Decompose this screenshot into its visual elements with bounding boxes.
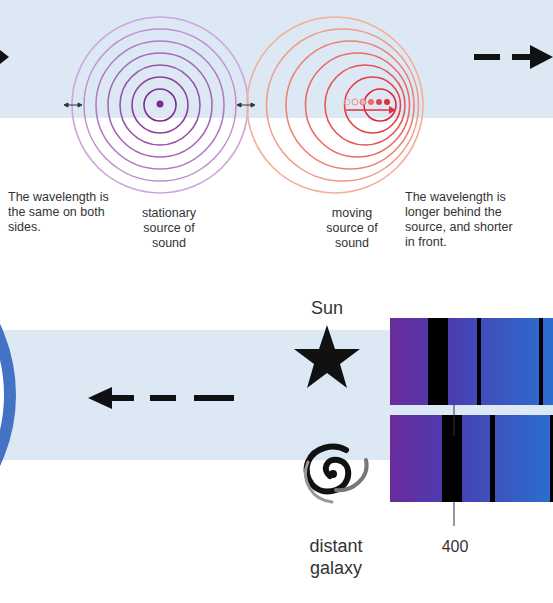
scale-tick xyxy=(454,502,455,526)
galaxy-spectrum xyxy=(390,415,553,502)
top-band xyxy=(0,0,553,118)
sound-source xyxy=(157,101,164,108)
wave-ring xyxy=(96,41,224,169)
wave-ring xyxy=(120,65,200,145)
stationary-waves xyxy=(72,17,248,193)
object-label: Sun xyxy=(305,298,349,320)
wavelength-marks xyxy=(64,103,255,107)
object-label: distant galaxy xyxy=(290,536,382,579)
note-text: The wavelength is the same on both sides… xyxy=(8,190,116,235)
note-text: The wavelength is longer behind the sour… xyxy=(405,190,517,250)
wave-ring xyxy=(247,17,423,193)
earth-circle xyxy=(0,235,10,555)
reference-line xyxy=(454,405,455,436)
scale-number: 400 xyxy=(432,537,478,556)
source-label: stationary source of sound xyxy=(128,206,210,251)
moving-source xyxy=(344,99,396,114)
wave-ring xyxy=(84,29,236,181)
galaxy-spiral xyxy=(305,447,366,502)
wave-ring xyxy=(286,41,414,169)
dashed-arrow xyxy=(88,387,234,409)
wave-ring xyxy=(345,77,401,133)
wave-ring xyxy=(144,89,176,121)
wave-ring xyxy=(132,77,188,133)
wave-ring xyxy=(108,53,212,157)
absorption-lines xyxy=(428,318,543,405)
absorption-lines xyxy=(442,415,553,502)
wave-ring xyxy=(267,29,419,181)
wave-ring xyxy=(72,17,248,193)
source-label: moving source of sound xyxy=(316,206,388,251)
wave-ring xyxy=(364,89,396,121)
wave-ring xyxy=(325,65,405,145)
wave-ring xyxy=(306,53,410,157)
moving-waves xyxy=(247,17,423,193)
sun-spectrum xyxy=(390,318,553,405)
arrow-head xyxy=(0,50,9,64)
dashed-arrow xyxy=(474,45,553,69)
sun-star xyxy=(294,325,360,388)
